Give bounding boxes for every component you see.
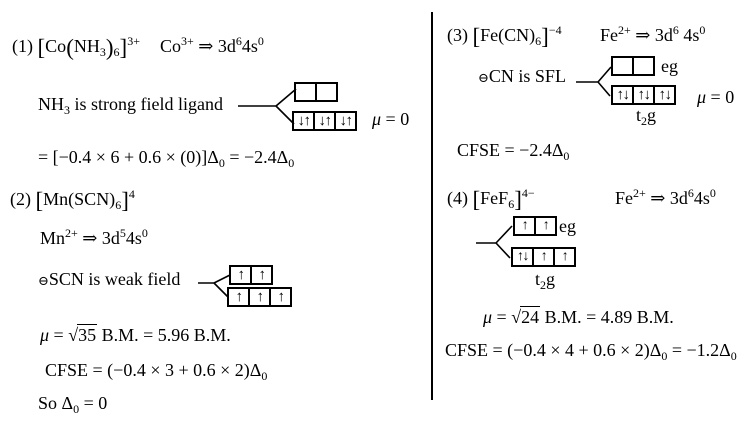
cfse-equation-1: = [−0.4 × 6 + 0.6 × (0)]Δ0 = −2.4Δ0: [38, 147, 295, 170]
cfse-equation-2: CFSE = (−0.4 × 3 + 0.6 × 2)Δ0: [45, 360, 268, 383]
orbital-row-t2g-3: ↑↓ ↑↓ ↑↓: [611, 85, 676, 105]
orbital-row-t2g-2: ↑ ↑ ↑: [227, 287, 292, 307]
magnetic-moment-3: μ = 0: [697, 87, 735, 107]
complex-4-formula: (4) [FeF6]4−: [447, 186, 535, 212]
eg-label-3: eg: [661, 56, 678, 76]
branch-connector-2: [198, 274, 231, 298]
complex-3-electron-config: Fe2+ ⇒ 3d6 4s0: [600, 23, 706, 45]
branch-connector-1: [238, 88, 297, 125]
complex-2-electron-config: Mn2+ ⇒ 3d54s0: [40, 226, 148, 248]
orbital-box: ↓↑: [292, 111, 315, 131]
cfse-equation-4: CFSE = (−0.4 × 4 + 0.6 × 2)Δ0 = −1.2Δ0: [445, 340, 737, 363]
complex-3-ligand-note: ⊖CN is SFL: [478, 66, 566, 86]
orbital-box: ↑: [532, 247, 555, 267]
orbital-row-eg-3: [611, 56, 655, 76]
orbital-row-t2g-4: ↑↓ ↑ ↑: [511, 247, 576, 267]
orbital-box: ↑: [250, 265, 273, 285]
complex-3-formula: (3) [Fe(CN)6]−4: [447, 23, 562, 49]
orbital-row-eg-2: ↑ ↑: [229, 265, 273, 285]
orbital-box: ↑: [553, 247, 576, 267]
eg-label-4: eg: [559, 216, 576, 236]
orbital-box: ↓↑: [334, 111, 357, 131]
magnetic-moment-1: μ = 0: [372, 109, 410, 129]
orbital-row-eg-1: [294, 82, 338, 102]
orbital-box: ↑: [269, 287, 292, 307]
cfse-equation-3: CFSE = −2.4Δ0: [457, 140, 570, 163]
orbital-box: ↑↓: [511, 247, 534, 267]
orbital-row-eg-4: ↑ ↑: [513, 216, 557, 236]
orbital-box: ↑: [227, 287, 250, 307]
complex-1-electron-config: Co3+ ⇒ 3d64s0: [160, 34, 264, 56]
orbital-box: ↑: [248, 287, 271, 307]
t2g-label-3: t2g: [636, 105, 657, 128]
complex-2-formula: (2) [Mn(SCN)6]4: [10, 187, 135, 213]
orbital-box: [611, 56, 634, 76]
orbital-row-t2g-1: ↓↑ ↓↑ ↓↑: [292, 111, 357, 131]
orbital-box: [632, 56, 655, 76]
t2g-label-4: t2g: [535, 269, 556, 292]
conclusion-2: So Δ0 = 0: [38, 393, 108, 416]
orbital-box: ↑↓: [611, 85, 634, 105]
complex-2-ligand-note: ⊖SCN is weak field: [38, 269, 181, 289]
orbital-box: [294, 82, 317, 102]
orbital-box: ↑↓: [632, 85, 655, 105]
orbital-box: ↑: [534, 216, 557, 236]
branch-connector-4: [476, 225, 513, 259]
orbital-box: ↑↓: [653, 85, 676, 105]
orbital-box: ↓↑: [313, 111, 336, 131]
magnetic-moment-4: μ = √24 B.M. = 4.89 B.M.: [483, 306, 674, 327]
magnetic-moment-2: μ = √35 B.M. = 5.96 B.M.: [40, 324, 231, 345]
branch-connector-3: [576, 66, 612, 97]
orbital-box: [315, 82, 338, 102]
orbital-box: ↑: [513, 216, 536, 236]
column-divider: [431, 12, 433, 400]
complex-1-formula: (1) [Co(NH3)6]3+: [12, 34, 140, 60]
orbital-box: ↑: [229, 265, 252, 285]
complex-1-ligand-note: NH3 is strong field ligand: [38, 94, 223, 117]
complex-4-electron-config: Fe2+ ⇒ 3d64s0: [615, 186, 716, 208]
